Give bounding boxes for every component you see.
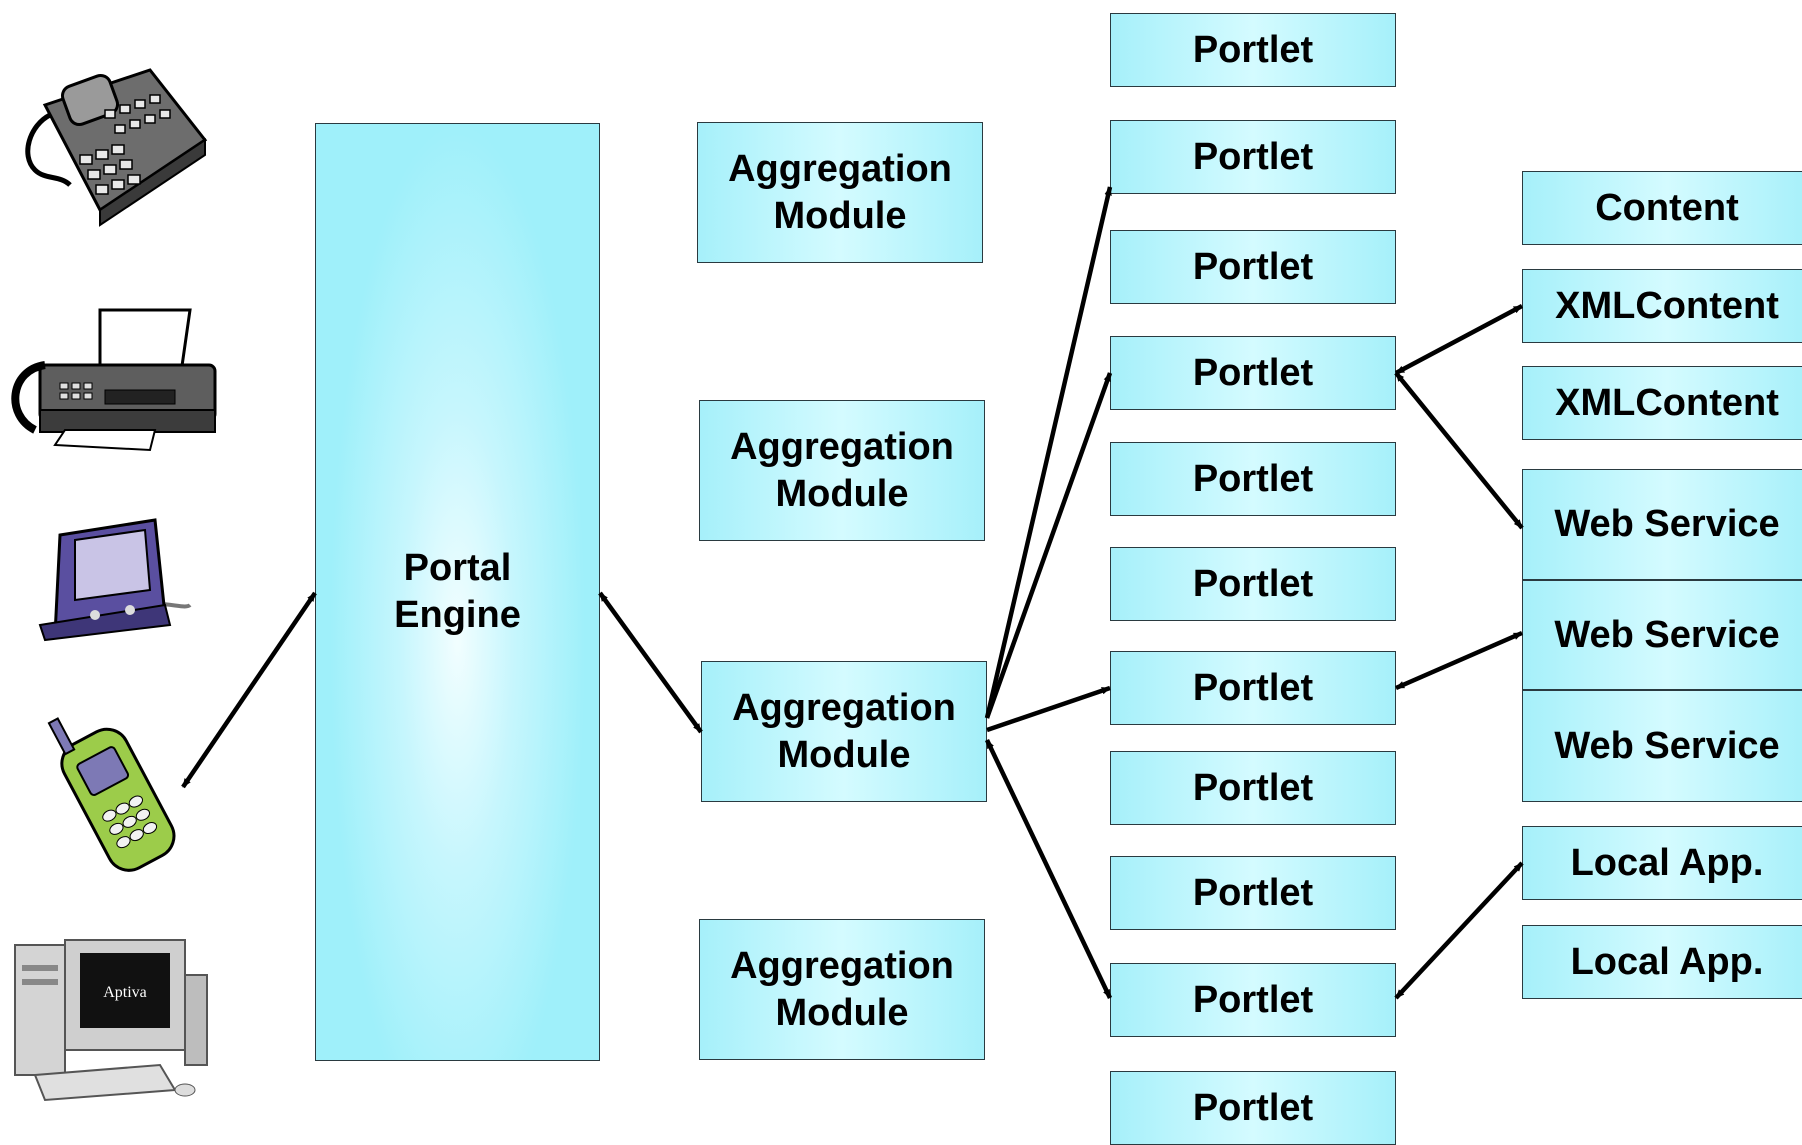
pda-icon <box>38 518 192 642</box>
aggregation-module-label: Aggregation Module <box>730 944 954 1034</box>
xml-content-source: XMLContent <box>1522 366 1802 440</box>
portlet-label: Portlet <box>1192 135 1314 178</box>
aggregation-module-label: Aggregation Module <box>728 147 952 237</box>
portlet-label: Portlet <box>1192 562 1314 605</box>
source-label: Web Service <box>1554 724 1780 767</box>
arrow-aggregation-portlet-2 <box>984 186 1113 719</box>
mobile-phone-icon <box>47 717 176 872</box>
source-label: Web Service <box>1554 613 1780 656</box>
web-service-source: Web Service <box>1522 580 1802 690</box>
portal-engine-label: Portal Engine <box>394 547 521 636</box>
portlet-label: Portlet <box>1192 28 1314 71</box>
portlet: Portlet <box>1110 120 1396 194</box>
portlet-label: Portlet <box>1192 978 1314 1021</box>
desktop-computer-icon: Aptiva <box>14 939 208 1102</box>
arrow-aggregation-portlet-4 <box>984 372 1113 719</box>
aggregation-module-label: Aggregation Module <box>732 686 956 776</box>
portlet: Portlet <box>1110 856 1396 930</box>
aggregation-module: Aggregation Module <box>699 400 985 541</box>
portlet-label: Portlet <box>1192 351 1314 394</box>
portlet-label: Portlet <box>1192 871 1314 914</box>
arrow-engine-aggregation <box>598 591 703 734</box>
source-label: XMLContent <box>1555 381 1779 424</box>
portlet: Portlet <box>1110 336 1396 410</box>
portlet-label: Portlet <box>1192 1086 1314 1129</box>
portlet: Portlet <box>1110 651 1396 725</box>
source-label: Local App. <box>1570 940 1764 983</box>
portal-engine: Portal Engine <box>315 123 600 1061</box>
aggregation-module-label: Aggregation Module <box>730 425 954 515</box>
aggregation-module: Aggregation Module <box>697 122 983 263</box>
local-app-source: Local App. <box>1522 925 1802 999</box>
desk-phone-icon <box>25 68 208 227</box>
portlet: Portlet <box>1110 547 1396 621</box>
xml-content-source: XMLContent <box>1522 269 1802 343</box>
web-service-source: Web Service <box>1522 469 1802 580</box>
web-service-source: Web Service <box>1522 690 1802 802</box>
arrow-mobile-engine <box>181 591 317 789</box>
portlet: Portlet <box>1110 963 1396 1037</box>
portlet: Portlet <box>1110 230 1396 304</box>
arrow-portlet-webservice-2 <box>1395 630 1523 691</box>
source-label: Content <box>1595 186 1739 229</box>
arrow-portlet-localapp <box>1394 861 1524 1000</box>
aggregation-module: Aggregation Module <box>701 661 987 802</box>
portlet: Portlet <box>1110 442 1396 516</box>
arrow-portlet-xmlcontent <box>1394 304 1524 375</box>
aggregation-module: Aggregation Module <box>699 919 985 1060</box>
brand-label: Aptiva <box>103 984 147 1001</box>
arrow-aggregation-portlet-9 <box>984 739 1113 999</box>
arrow-portlet-webservice-1 <box>1394 371 1524 530</box>
source-label: XMLContent <box>1555 284 1779 327</box>
portlet-label: Portlet <box>1192 766 1314 809</box>
source-label: Web Service <box>1554 503 1780 545</box>
content-source: Content <box>1522 171 1802 245</box>
portlet-label: Portlet <box>1192 245 1314 288</box>
fax-machine-icon <box>11 308 217 452</box>
arrow-aggregation-portlet-7 <box>986 685 1111 733</box>
portlet: Portlet <box>1110 751 1396 825</box>
source-label: Local App. <box>1570 841 1764 884</box>
portlet-label: Portlet <box>1192 666 1314 709</box>
portlet: Portlet <box>1110 13 1396 87</box>
portlet-label: Portlet <box>1192 457 1314 500</box>
